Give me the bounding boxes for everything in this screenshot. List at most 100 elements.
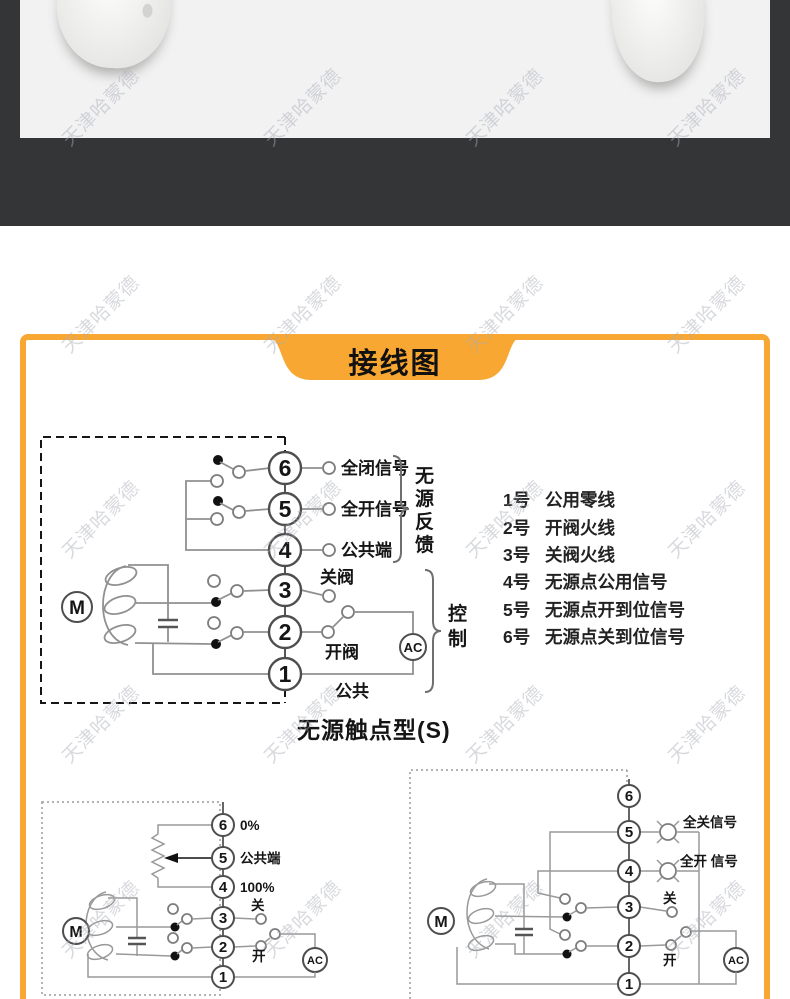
legend-num: 6号 — [503, 627, 531, 648]
feedback-switches — [185, 455, 271, 551]
terminal-number: 2 — [279, 619, 292, 645]
ac-label: AC — [404, 640, 423, 655]
label-full-close-signal: 全闭信号 — [340, 458, 409, 478]
capacitor-and-wires — [128, 564, 269, 675]
ac-circuit: AC — [233, 913, 328, 978]
legend-row: 1号公用零线 — [503, 486, 685, 513]
label-full-close-signal: 全关信号 — [682, 814, 737, 830]
legend-num: 1号 — [503, 490, 531, 511]
legend-desc: 无源点开到位信号 — [545, 599, 685, 620]
legend-num: 4号 — [503, 572, 531, 593]
terminal-number: 1 — [625, 976, 633, 993]
terminal-number: 6 — [219, 817, 227, 834]
label-close: 关 — [251, 897, 265, 913]
terminal-number: 3 — [625, 899, 633, 916]
label-common-terminal: 公共端 — [341, 540, 392, 560]
ac-circuit: AC — [639, 906, 749, 985]
label-common: 公共 — [335, 682, 369, 701]
main-wiring-diagram: M — [40, 436, 467, 704]
legend-num: 3号 — [503, 544, 531, 565]
label-0-percent: 0% — [240, 818, 260, 833]
legend-row: 4号无源点公用信号 — [503, 568, 685, 595]
label-common-terminal: 公共端 — [240, 850, 281, 866]
legend-num: 5号 — [503, 599, 531, 620]
legend-row: 2号开阀火线 — [503, 513, 685, 540]
motor-label: M — [434, 914, 447, 931]
legend-desc: 公用零线 — [545, 490, 615, 511]
ac-label: AC — [728, 955, 744, 967]
wiring-diagram-panel — [20, 334, 770, 999]
product-image-right — [607, 0, 709, 86]
terminal-number: 3 — [219, 910, 227, 927]
motor-symbol: M — [427, 878, 497, 952]
diagram-caption: 无源触点型(S) — [297, 717, 451, 743]
terminal-labels: 全闭信号 全开信号 公共端 关阀 开阀 公共 — [320, 458, 409, 701]
legend-desc: 无源点公用信号 — [545, 572, 668, 593]
ac-source: AC — [399, 633, 427, 661]
feedback-brace-group: 无 源 反 馈 — [392, 455, 434, 563]
banner-ribbon — [262, 334, 528, 380]
potentiometer-wiring-diagram: M — [41, 801, 328, 996]
brace-feedback-char: 源 — [415, 487, 434, 510]
terminal-number: 5 — [279, 496, 292, 522]
brace-feedback-char: 反 — [415, 511, 434, 533]
label-100-percent: 100% — [240, 880, 275, 895]
terminal-number: 4 — [625, 863, 634, 880]
label-open-valve: 开阀 — [325, 642, 359, 662]
label-close: 关 — [663, 890, 677, 906]
potentiometer — [150, 824, 212, 888]
indicator-lamps — [640, 820, 700, 984]
terminal-number: 6 — [279, 455, 292, 481]
terminal-block: 6 5 4 3 2 1 — [267, 450, 303, 692]
legend-desc: 关阀火线 — [545, 544, 615, 565]
actuator-dashed-outline — [40, 436, 286, 704]
terminal-number: 5 — [219, 850, 227, 867]
legend-row: 5号无源点开到位信号 — [503, 596, 685, 623]
brace-control-char: 控 — [448, 602, 467, 625]
ac-label: AC — [307, 955, 323, 967]
legend-desc: 开阀火线 — [545, 517, 615, 538]
label-open: 开 — [663, 953, 677, 968]
page-title: 接线图 — [348, 348, 442, 380]
control-switches — [167, 903, 213, 961]
terminal-labels: 0% 公共端 100% 关 开 — [240, 818, 281, 964]
terminal-leads-right — [300, 461, 414, 675]
legend-desc: 无源点关到位信号 — [545, 627, 685, 648]
terminal-number: 6 — [625, 788, 633, 805]
terminal-number: 5 — [625, 824, 633, 841]
motor-label: M — [69, 924, 82, 941]
control-switches — [207, 574, 271, 649]
motor-symbol: M — [61, 565, 138, 646]
terminal-number: 2 — [625, 938, 633, 955]
motor-symbol: M — [62, 891, 116, 961]
label-open: 开 — [252, 949, 266, 964]
label-full-open-signal: 全开信号 — [340, 499, 409, 519]
terminal-block: 6 5 4 3 2 1 — [211, 802, 235, 989]
terminal-number: 3 — [279, 577, 292, 603]
terminal-number: 1 — [219, 969, 227, 986]
label-close-valve: 关阀 — [320, 567, 354, 587]
brace-feedback-char: 无 — [415, 466, 434, 487]
product-image-left — [53, 0, 175, 71]
motor-label: M — [69, 598, 85, 619]
terminal-block: 6 5 4 3 2 1 — [617, 779, 641, 996]
brace-control-char: 制 — [448, 627, 467, 650]
label-full-open-signal: 全开 信号 — [679, 853, 738, 869]
brace-feedback-char: 馈 — [415, 533, 434, 556]
control-switches — [559, 893, 619, 959]
terminal-labels: 全关信号 全开 信号 关 开 — [663, 814, 738, 968]
mount-hole — [142, 3, 153, 19]
control-brace-group: 控 制 — [424, 569, 467, 693]
legend-num: 2号 — [503, 517, 531, 538]
terminal-number: 4 — [279, 537, 292, 563]
capacitor-and-wires — [87, 897, 212, 978]
capacitor-and-wires — [456, 831, 618, 985]
wiper-arrow — [164, 853, 178, 863]
terminal-legend: 1号公用零线 2号开阀火线 3号关阀火线 4号无源点公用信号 5号无源点开到位信… — [503, 486, 685, 650]
legend-row: 3号关阀火线 — [503, 541, 685, 568]
product-photo-strip — [20, 0, 770, 138]
legend-row: 6号无源点关到位信号 — [503, 623, 685, 650]
terminal-number: 4 — [219, 879, 228, 896]
terminal-number: 1 — [279, 661, 292, 687]
